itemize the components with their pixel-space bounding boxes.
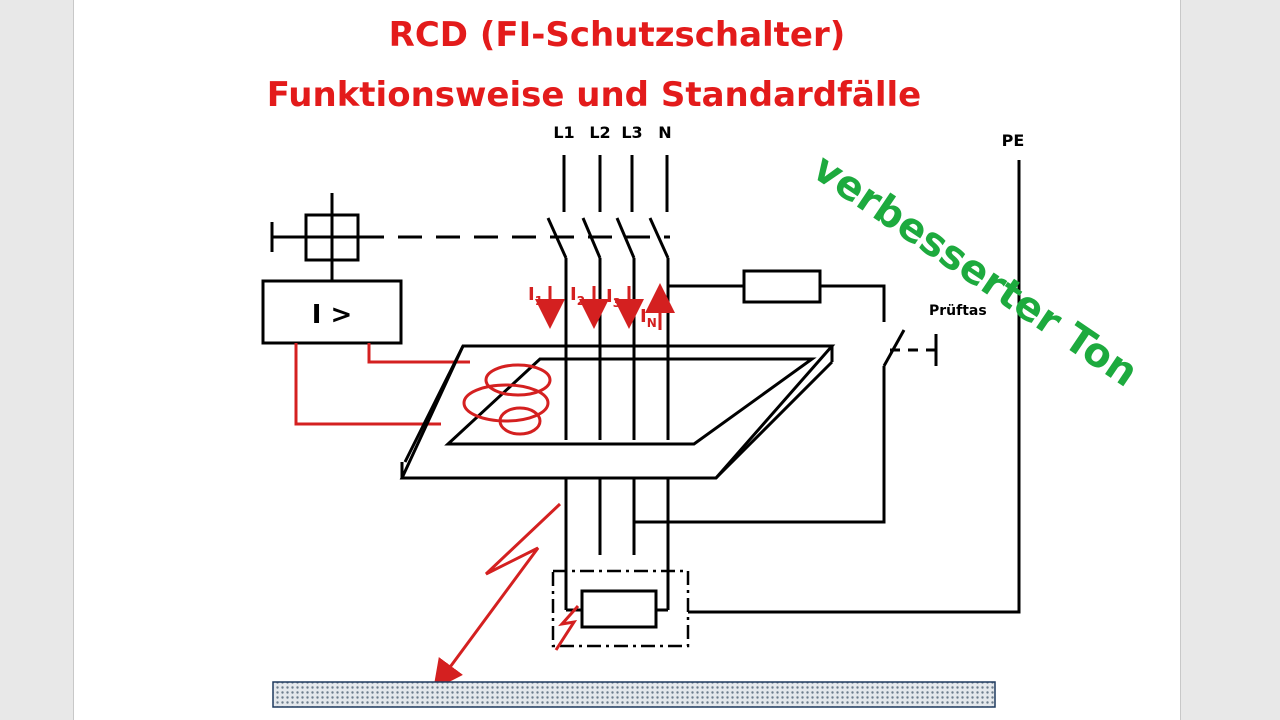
title-line1: RCD (FI-Schutzschalter) (389, 15, 846, 55)
label-l1: L1 (553, 123, 574, 142)
label-pe: PE (1002, 131, 1025, 150)
page-edge-right (1180, 0, 1181, 720)
current-arrows (535, 283, 675, 330)
pe-conductor (688, 160, 1021, 614)
test-button-label: Prüftas (929, 303, 987, 319)
sensor-coil (462, 363, 552, 436)
load-enclosure (551, 569, 690, 648)
summation-core (399, 344, 836, 480)
label-l3: L3 (621, 123, 642, 142)
test-circuit (634, 269, 938, 524)
current-i1: I1 (528, 284, 543, 308)
page-edge-left (73, 0, 74, 720)
current-i3: I3 (606, 286, 621, 310)
label-n: N (658, 123, 671, 142)
current-i2: I2 (570, 284, 585, 308)
current-in: IN (640, 306, 657, 330)
latch-mechanism (270, 193, 360, 280)
label-l2: L2 (589, 123, 610, 142)
current-labels: I1 I2 I3 IN (528, 284, 657, 330)
fault-current (433, 502, 580, 691)
relay-label: I > (312, 300, 353, 330)
sensor-wires (294, 343, 470, 426)
ground-bar (272, 681, 996, 708)
conductors-top (546, 155, 670, 259)
relay-box (261, 279, 403, 345)
load-resistor (580, 589, 658, 629)
overlay-text: verbesserter Ton (804, 145, 1146, 396)
title-line2: Funktionsweise und Standardfälle (267, 75, 921, 115)
conductors-middle (564, 258, 670, 610)
